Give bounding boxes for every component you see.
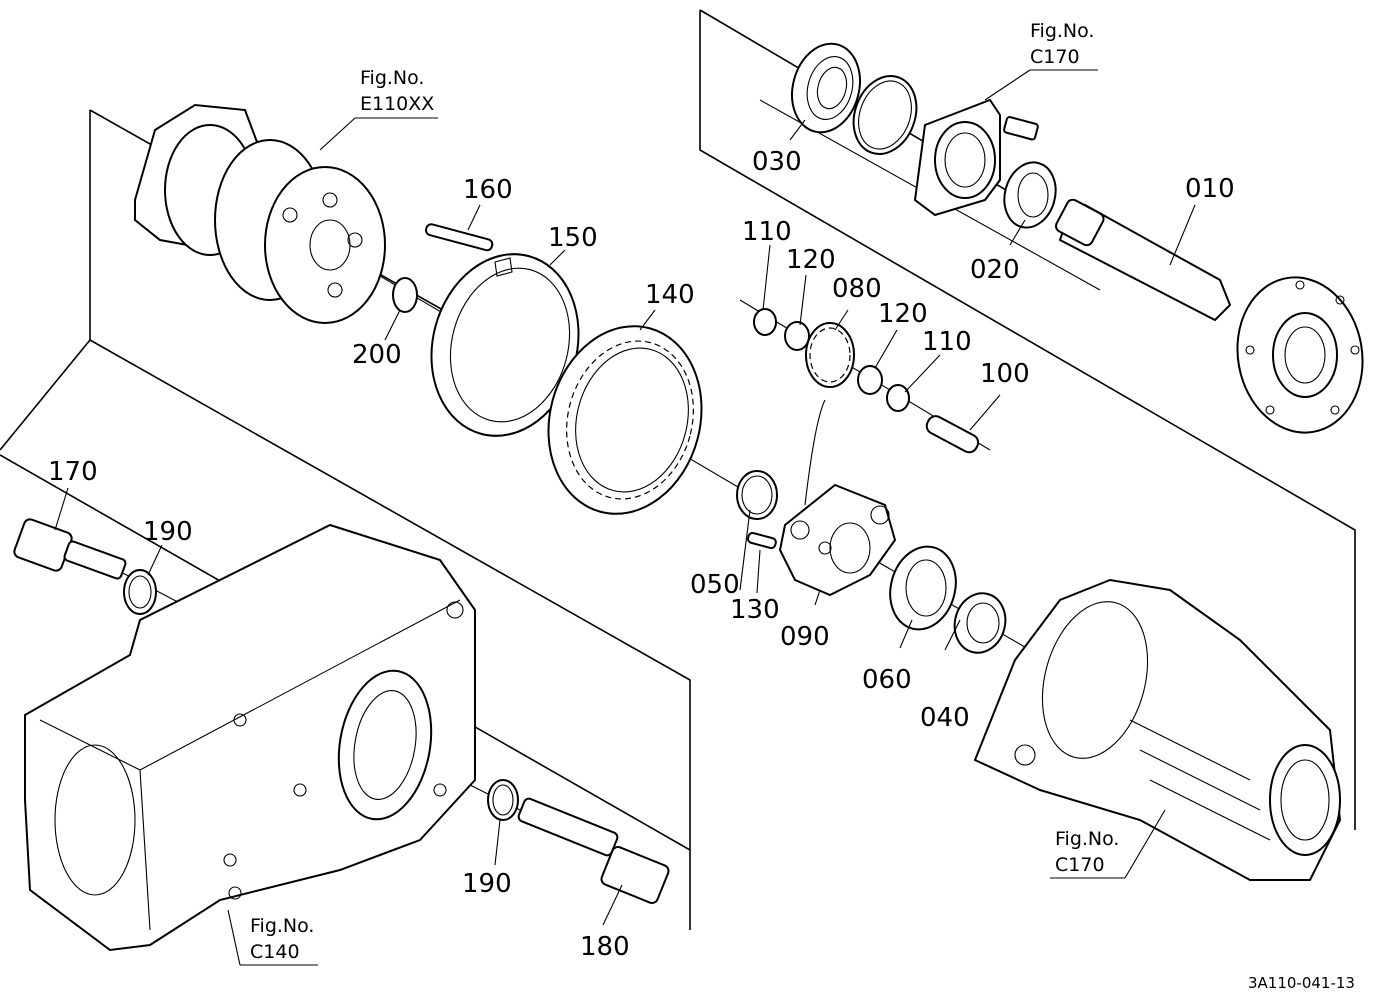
part-c170-housing (973, 578, 1342, 881)
part-label: 200 (352, 340, 402, 370)
part-180-output-shaft (517, 797, 670, 904)
part-170-input-shaft (13, 518, 127, 580)
part-label: 140 (645, 280, 695, 310)
part-140-internal-gear (547, 325, 703, 515)
part-label: 090 (780, 622, 830, 652)
part-label: 060 (862, 665, 912, 695)
part-label: 180 (580, 932, 630, 962)
part-gear-train (753, 308, 980, 454)
drawing-code: 3A110-041-13 (1248, 974, 1355, 992)
part-label: 050 (690, 570, 740, 600)
part-040-oil-seal (953, 592, 1007, 654)
part-130-pin (747, 531, 777, 550)
fig-ref-c140-line2: C140 (250, 941, 300, 963)
part-label: 040 (920, 703, 970, 733)
part-snap-ring-upper (852, 75, 918, 155)
leader-lines (54, 119, 1196, 926)
part-label: 130 (730, 595, 780, 625)
part-label: 190 (462, 869, 512, 899)
part-label: 010 (1185, 174, 1235, 204)
part-090-planet-carrier (778, 399, 897, 597)
fig-ref-e110xx-line1: Fig.No. (360, 67, 424, 89)
fig-ref-c170-top-line1: Fig.No. (1030, 20, 1094, 42)
part-label: 030 (752, 147, 802, 177)
fig-ref-c140-line1: Fig.No. (250, 915, 314, 937)
part-label: 160 (463, 175, 513, 205)
part-label: 100 (980, 359, 1030, 389)
part-clutch-pack (134, 103, 386, 324)
part-030-ball-bearing (791, 42, 861, 134)
part-190-snap-ring-upper (123, 569, 157, 615)
fig-ref-c170-bottom-line1: Fig.No. (1055, 828, 1119, 850)
part-label: 120 (786, 245, 836, 275)
fig-ref-c170-bottom-line2: C170 (1055, 854, 1105, 876)
part-200-o-ring (392, 277, 418, 313)
part-060-ball-bearing (889, 545, 957, 631)
part-190-snap-ring-lower (487, 779, 519, 821)
figure-ref-leaders (227, 69, 1166, 966)
part-label: 170 (48, 457, 98, 487)
fig-ref-e110xx-line2: E110XX (360, 93, 434, 115)
part-retainer-plate (913, 98, 1039, 217)
part-160-pin (425, 223, 494, 252)
part-label: 120 (878, 299, 928, 329)
part-label: 020 (970, 255, 1020, 285)
part-label: 080 (832, 274, 882, 304)
figure-references: Fig.No. E110XX Fig.No. C170 Fig.No. C170… (250, 20, 1119, 963)
part-010-output-shaft (1055, 198, 1364, 434)
fig-ref-c170-top-line2: C170 (1030, 46, 1080, 68)
part-label: 110 (922, 327, 972, 357)
part-050-snap-ring (736, 470, 778, 520)
part-150-hub (430, 253, 580, 437)
part-label: 150 (548, 223, 598, 253)
part-c140-transmission-case (24, 523, 476, 952)
part-label: 190 (143, 517, 193, 547)
part-number-labels: 010 020 030 040 050 060 080 090 100 110 … (48, 147, 1235, 962)
part-label: 110 (742, 217, 792, 247)
part-020-oil-seal (1003, 161, 1057, 229)
